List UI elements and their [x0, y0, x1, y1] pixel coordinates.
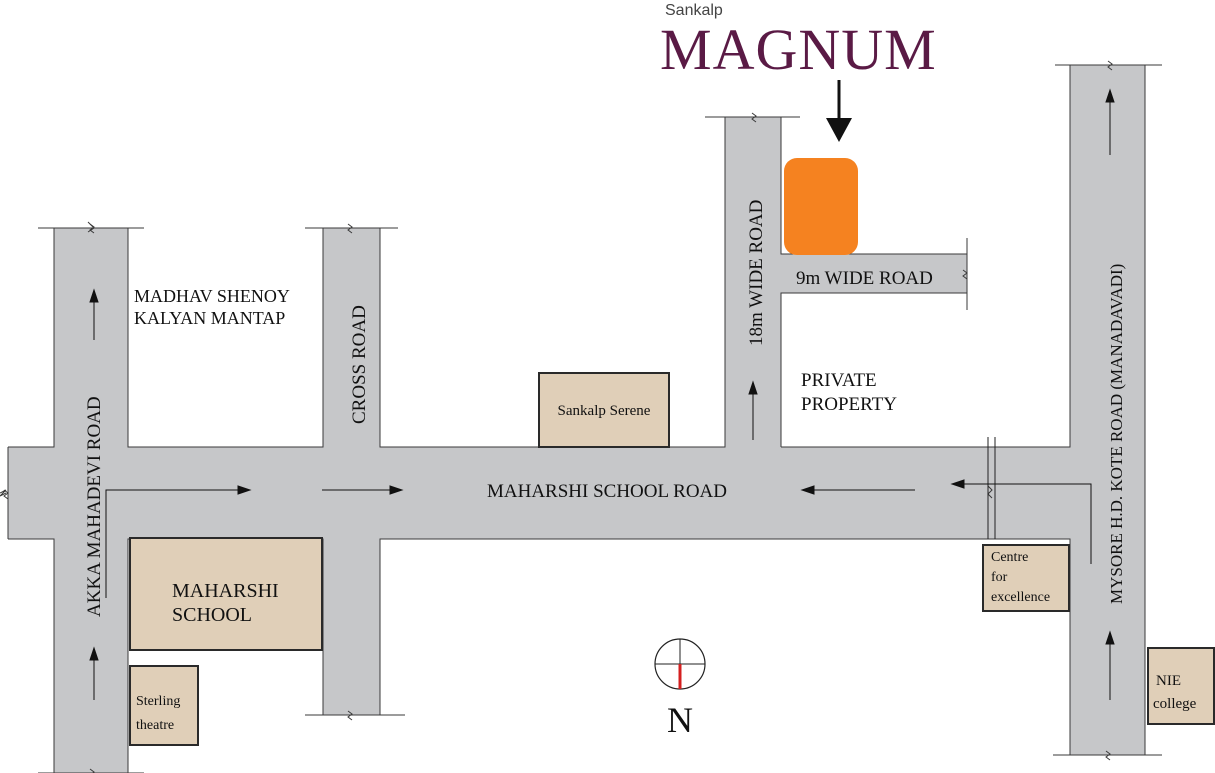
label-18m-wide-road: 18m WIDE ROAD: [746, 200, 767, 346]
label-9m-wide-road: 9m WIDE ROAD: [796, 268, 933, 289]
roads: [8, 65, 1145, 773]
break-marks: [3, 60, 1113, 773]
label-theatre: theatre: [136, 718, 174, 733]
label-mysore-hd-kote-road: MYSORE H.D. KOTE ROAD (MANADAVADI): [1107, 264, 1126, 604]
label-akka-mahadevi-road: AKKA MAHADEVI ROAD: [84, 396, 105, 617]
building-sankalp-serene: [538, 372, 670, 448]
label-maharshi-school-road: MAHARSHI SCHOOL ROAD: [487, 481, 727, 502]
label-madhav-shenoy: MADHAV SHENOY: [134, 286, 290, 306]
label-sterling: Sterling: [136, 694, 180, 709]
brand-magnum: MAGNUM: [660, 17, 937, 82]
label-excellence: excellence: [991, 590, 1050, 605]
label-private: PRIVATE: [801, 370, 877, 391]
road-akka-mahadevi: [54, 228, 128, 773]
road-cross: [323, 228, 380, 715]
label-kalyan-mantap: KALYAN MANTAP: [134, 308, 285, 328]
buildings: [129, 372, 1215, 746]
road-dividers: [987, 437, 996, 539]
site-pointer-arrow: [826, 80, 852, 142]
road-9m-wide: [781, 254, 967, 293]
building-maharshi-school: [129, 537, 323, 651]
label-school: SCHOOL: [172, 604, 252, 626]
label-sankalp-serene: Sankalp Serene: [558, 403, 651, 419]
project-site-magnum: [784, 158, 858, 255]
label-nie: NIE: [1156, 673, 1181, 689]
road-maharshi-school: [8, 447, 1070, 539]
building-sterling-theatre: [129, 665, 199, 746]
compass-icon: [654, 638, 706, 690]
label-cross-road: CROSS ROAD: [349, 305, 370, 424]
label-for: for: [991, 570, 1008, 585]
label-college: college: [1153, 696, 1197, 712]
building-nie-college: [1147, 647, 1215, 725]
label-property: PROPERTY: [801, 394, 897, 415]
label-centre: Centre: [991, 550, 1028, 565]
compass-north-label: N: [667, 700, 693, 740]
building-centre-excellence: [982, 544, 1070, 612]
direction-arrows: [89, 88, 1115, 700]
label-maharshi: MAHARSHI: [172, 580, 279, 602]
brand-sankalp: Sankalp: [665, 2, 723, 19]
